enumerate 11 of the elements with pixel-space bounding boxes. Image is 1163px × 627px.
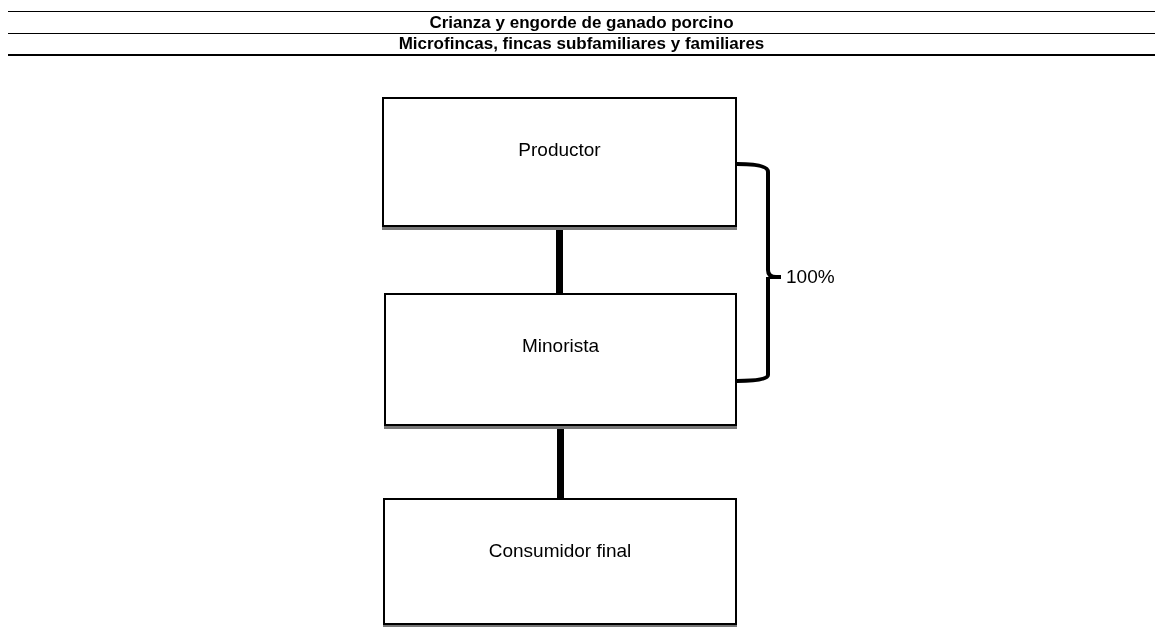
process-box — [382, 97, 737, 227]
connector-line — [556, 227, 563, 293]
subtitle: Microfincas, fincas subfamiliares y familiares — [397, 34, 766, 54]
percentage-label: 100% — [786, 265, 835, 289]
box-label: Minorista — [521, 334, 600, 358]
box-label: Productor — [518, 138, 601, 162]
connector-line — [557, 426, 564, 498]
box-label: Consumidor final — [488, 539, 632, 563]
process-box — [384, 293, 737, 426]
title: Crianza y engorde de ganado porcino — [428, 13, 735, 33]
process-box — [383, 498, 737, 625]
